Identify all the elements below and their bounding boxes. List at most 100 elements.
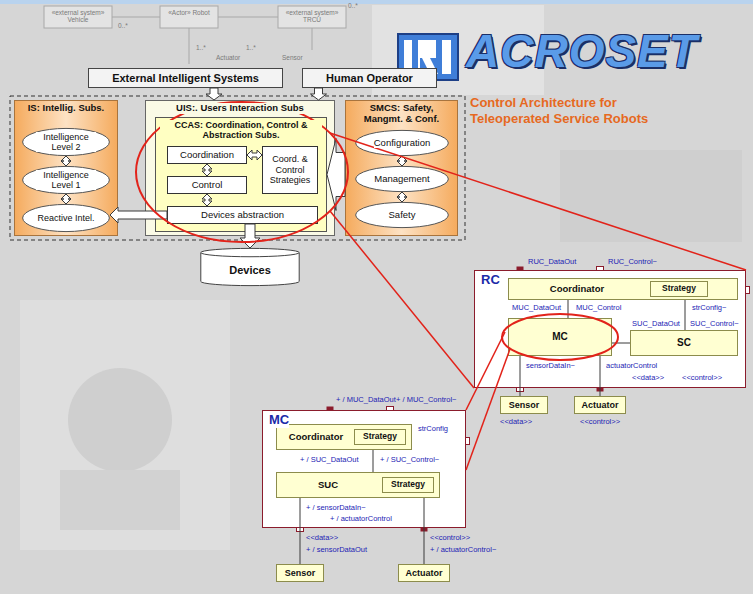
cylinder-outline xyxy=(201,248,299,285)
node-text: IS: Intellig. Subs. xyxy=(28,103,105,114)
function-ellipse: Management xyxy=(355,166,449,192)
port-wire xyxy=(685,300,686,330)
actor-box: External Intelligent Systems xyxy=(88,68,283,88)
level-ellipse: Intelligence Level 1 xyxy=(22,166,110,194)
zoom-leader xyxy=(466,349,510,470)
faded-photo xyxy=(60,470,180,530)
port-label: RUC_DataOut xyxy=(528,258,576,266)
port-label: strConfig~ xyxy=(692,304,726,312)
node-text: MC xyxy=(552,331,568,343)
port-label: SUC_DataOut xyxy=(632,320,680,328)
port-label: <<control>> xyxy=(682,374,722,382)
node-text: External Intelligent Systems xyxy=(112,72,259,85)
node-text: Sensor xyxy=(285,568,316,578)
port-label: + / actuatorControl xyxy=(330,515,392,523)
level-ellipse: Reactive Intel. xyxy=(22,204,110,232)
node-text: Management xyxy=(374,174,429,185)
faded-uml-line xyxy=(312,28,313,50)
capsule-box: SUC Strategy xyxy=(276,472,440,498)
subsystem-panel: UIS:. Users Interaction SubsCCAS: Coordi… xyxy=(145,100,335,236)
ellipse-outline xyxy=(23,128,110,155)
node-text: Actuator xyxy=(581,400,618,410)
port-label: + / MUC_DataOut xyxy=(336,396,396,404)
port-wire xyxy=(424,498,425,564)
faded-uml-text: 1..* xyxy=(196,44,206,51)
block-arrow xyxy=(397,156,407,166)
node-text: Strategy xyxy=(662,284,696,294)
port-label: <<control>> xyxy=(430,534,470,542)
device-box: Actuator xyxy=(398,564,450,582)
device-store: Devices xyxy=(200,248,300,286)
port-label: + / MUC_Control~ xyxy=(396,396,456,404)
node-text: Coordination xyxy=(180,150,234,161)
faded-uml-text: Sensor xyxy=(282,54,303,61)
faded-uml-text: «external system» Vehicle xyxy=(48,9,108,23)
faded-uml-text: 0..* xyxy=(348,2,358,9)
faded-uml-line xyxy=(112,17,160,18)
function-ellipse: Safety xyxy=(355,202,449,228)
subsystem-panel: IS: Intellig. Subs.Intelligence Level 2I… xyxy=(14,100,118,236)
subsystem-panel: CCAS: Coordination, Control & Abstractio… xyxy=(155,117,327,232)
strategy-box: Strategy xyxy=(650,281,708,297)
highlight-ellipse xyxy=(136,102,348,242)
port-wire xyxy=(612,343,630,344)
port-wire xyxy=(600,356,601,396)
node-text: Strategy xyxy=(391,480,425,490)
ellipse-outline xyxy=(356,202,449,227)
port-label: <<data>> xyxy=(306,534,338,542)
block-arrow xyxy=(61,194,71,204)
node-text: Coordinator xyxy=(289,432,343,443)
system-boundary xyxy=(10,96,465,240)
actor-box: Human Operator xyxy=(302,68,437,88)
faded-uml-text: 0..* xyxy=(118,22,128,29)
node-text: Configuration xyxy=(374,138,431,149)
block-arrow xyxy=(61,156,71,166)
faded-photo xyxy=(68,368,172,472)
node-text: Human Operator xyxy=(326,72,413,85)
block-arrow xyxy=(397,192,407,202)
port-label: + / actuatorControl~ xyxy=(430,546,496,554)
port-label: strConfig xyxy=(418,425,448,433)
strategy-box: Strategy xyxy=(382,477,434,493)
capsule-box: CoordinatorStrategy xyxy=(276,424,412,450)
port-wire xyxy=(568,300,569,318)
ellipse-outline xyxy=(23,204,110,231)
faded-uml-box xyxy=(160,6,218,28)
port-label: SUC_Control~ xyxy=(690,320,739,328)
faded-photo xyxy=(20,300,230,550)
function-ellipse: Configuration xyxy=(355,130,449,156)
capsule-box: SC xyxy=(630,330,738,356)
port-wire xyxy=(520,356,521,396)
highlight-ellipse xyxy=(502,314,618,360)
ellipse-outline xyxy=(356,130,449,155)
node-text: SUC xyxy=(318,480,338,491)
node-text: Safety xyxy=(389,210,416,221)
ellipse-outline xyxy=(356,166,449,191)
node-text: MC xyxy=(269,413,289,428)
capsule-box: Coordinator Strategy xyxy=(508,278,738,300)
port-label: actuatorControl xyxy=(606,362,657,370)
caption-title: Control Architecture for Teleoperated Se… xyxy=(470,95,662,128)
function-box: Coord. & Control Strategies xyxy=(262,146,318,194)
function-box: Control xyxy=(167,176,247,194)
node-text: UIS:. Users Interaction Subs xyxy=(176,103,304,114)
top-bar xyxy=(0,0,753,4)
port-label: <<data>> xyxy=(500,418,532,426)
node-text: SMCS: Safety, Mangmt. & Conf. xyxy=(350,103,453,125)
device-box: Actuator xyxy=(574,396,626,414)
node-text: Sensor xyxy=(509,400,540,410)
zoom-leader xyxy=(466,332,505,410)
block-arrow xyxy=(202,194,212,206)
port-label: <<data>> xyxy=(632,374,664,382)
block-arrow xyxy=(327,139,345,211)
port-label: + / SUC_Control~ xyxy=(380,456,439,464)
faded-uml-text: Actuator xyxy=(216,54,240,61)
faded-uml-text: «external system» TRCU xyxy=(282,9,342,23)
node-text: Coordinator xyxy=(550,284,604,295)
node-text: Control xyxy=(192,180,223,191)
port-label: + / sensorDataOut xyxy=(306,546,367,554)
device-box: Sensor xyxy=(500,396,548,414)
node-text: CCAS: Coordination, Control & Abstractio… xyxy=(160,120,322,141)
capsule-frame: RCCoordinatorStrategyMCSC xyxy=(474,270,746,388)
block-arrow xyxy=(240,224,260,248)
